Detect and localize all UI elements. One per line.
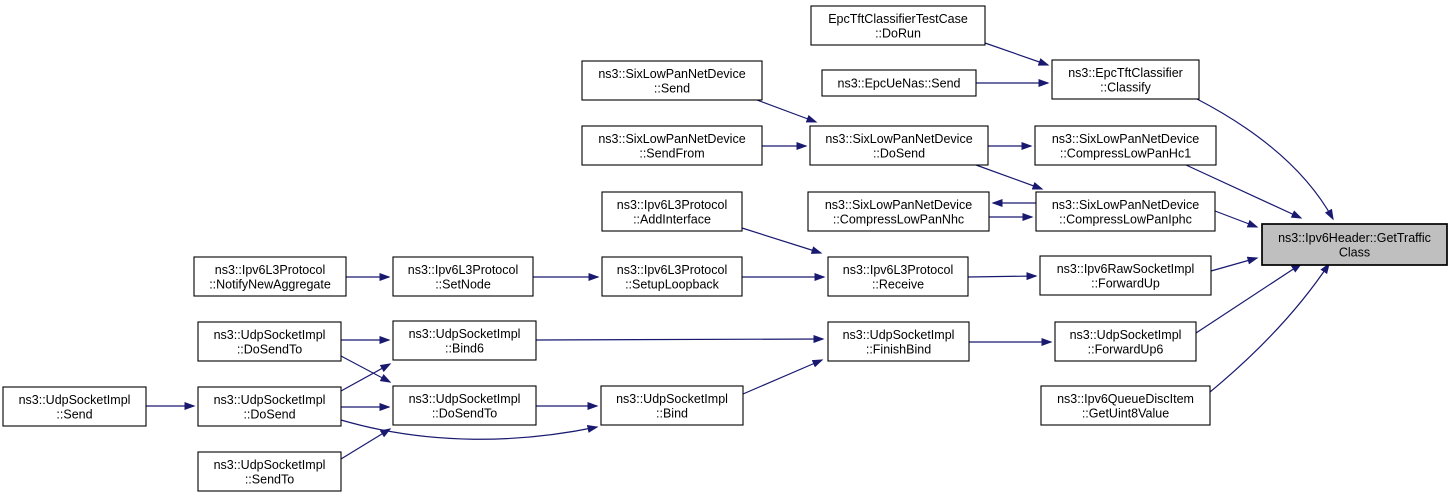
node-slpSendFrom[interactable]: ns3::SixLowPanNetDevice::SendFrom [581, 125, 763, 166]
node-doSendTo1[interactable]: ns3::UdpSocketImpl::DoSendTo [197, 321, 342, 362]
edge-doSendTo1-to-doSendTo2 [340, 355, 392, 383]
node-doRun[interactable]: EpcTftClassifierTestCase::DoRun [810, 5, 986, 46]
caller-node-box[interactable] [1034, 125, 1217, 166]
node-doSendTo2[interactable]: ns3::UdpSocketImpl::DoSendTo [392, 385, 537, 426]
node-slpSend[interactable]: ns3::SixLowPanNetDevice::Send [581, 60, 763, 101]
caller-node-box[interactable] [392, 256, 534, 297]
caller-node-box[interactable] [581, 125, 763, 166]
edge-bind-to-finishBind [742, 359, 824, 395]
edge-hc1-to-target [1185, 164, 1303, 219]
caller-node-box[interactable] [197, 386, 342, 427]
caller-node-box[interactable] [827, 256, 969, 297]
caller-node-box[interactable] [193, 256, 347, 297]
edge-doSend1-to-bind6 [340, 363, 392, 392]
node-notifyNewAggregate[interactable]: ns3::Ipv6L3Protocol::NotifyNewAggregate [193, 256, 347, 297]
target-node-box [1261, 223, 1448, 266]
node-finishBind[interactable]: ns3::UdpSocketImpl::FinishBind [827, 321, 970, 362]
edge-rawForwardUp-to-target [1210, 256, 1259, 272]
edge-bind6-to-finishBind [535, 335, 825, 344]
node-sendTo[interactable]: ns3::UdpSocketImpl::SendTo [197, 451, 342, 492]
node-udpSend[interactable]: ns3::UdpSocketImpl::Send [2, 386, 147, 427]
node-forwardUp6[interactable]: ns3::UdpSocketImpl::ForwardUp6 [1054, 321, 1197, 362]
edge-doSend1-to-bind [340, 419, 599, 440]
caller-node-box[interactable] [392, 320, 537, 361]
node-addInterface[interactable]: ns3::Ipv6L3Protocol::AddInterface [601, 191, 743, 232]
caller-node-box[interactable] [197, 321, 342, 362]
caller-node-box[interactable] [810, 5, 986, 46]
edge-classify-to-target [1196, 98, 1334, 221]
edge-addInterface-to-receive [741, 227, 823, 254]
edge-slpDoSend-to-iphc [975, 164, 1044, 190]
caller-node-box[interactable] [807, 191, 990, 232]
caller-node-box[interactable] [821, 69, 977, 97]
caller-node-box[interactable] [1051, 59, 1200, 100]
node-getUint8[interactable]: ns3::Ipv6QueueDiscItem::GetUint8Value [1040, 385, 1211, 426]
node-bind[interactable]: ns3::UdpSocketImpl::Bind [600, 385, 744, 426]
node-rawForwardUp[interactable]: ns3::Ipv6RawSocketImpl::ForwardUp [1039, 255, 1212, 296]
edge-sendTo-to-doSendTo2 [340, 428, 392, 460]
caller-node-box[interactable] [197, 451, 342, 492]
node-doSend1[interactable]: ns3::UdpSocketImpl::DoSend [197, 386, 342, 427]
node-setupLoopback[interactable]: ns3::Ipv6L3Protocol::SetupLoopback [601, 256, 743, 297]
node-iphc[interactable]: ns3::SixLowPanNetDevice::CompressLowPanI… [1035, 191, 1216, 232]
node-nhc[interactable]: ns3::SixLowPanNetDevice::CompressLowPanN… [807, 191, 990, 232]
nodes-layer: EpcTftClassifierTestCase::DoRunns3::EpcU… [2, 5, 1448, 492]
caller-node-box[interactable] [827, 321, 970, 362]
node-receive[interactable]: ns3::Ipv6L3Protocol::Receive [827, 256, 969, 297]
caller-node-box[interactable] [1040, 385, 1211, 426]
edge-iphc-to-target [1214, 210, 1259, 228]
caller-node-box[interactable] [392, 385, 537, 426]
caller-node-box[interactable] [1054, 321, 1197, 362]
node-slpDoSend[interactable]: ns3::SixLowPanNetDevice::DoSend [809, 125, 989, 166]
node-hc1[interactable]: ns3::SixLowPanNetDevice::CompressLowPanH… [1034, 125, 1217, 166]
caller-node-box[interactable] [2, 386, 147, 427]
node-classify[interactable]: ns3::EpcTftClassifier::Classify [1051, 59, 1200, 100]
node-epcUeNasSend[interactable]: ns3::EpcUeNas::Send [821, 69, 977, 97]
caller-node-box[interactable] [600, 385, 744, 426]
caller-node-box[interactable] [1039, 255, 1212, 296]
caller-node-box[interactable] [601, 256, 743, 297]
edge-slpSend-to-slpDoSend [756, 99, 818, 123]
caller-node-box[interactable] [809, 125, 989, 166]
edge-getUint8-to-target [1209, 262, 1330, 393]
edge-receive-to-rawForwardUp [967, 272, 1038, 281]
node-bind6[interactable]: ns3::UdpSocketImpl::Bind6 [392, 320, 537, 361]
caller-node-box[interactable] [581, 60, 763, 101]
edges-layer [146, 42, 1334, 460]
caller-node-box[interactable] [1035, 191, 1216, 232]
edge-doRun-to-classify [984, 42, 1050, 66]
edge-forwardUp6-to-target [1195, 263, 1303, 334]
node-setNode[interactable]: ns3::Ipv6L3Protocol::SetNode [392, 256, 534, 297]
caller-node-box[interactable] [601, 191, 743, 232]
